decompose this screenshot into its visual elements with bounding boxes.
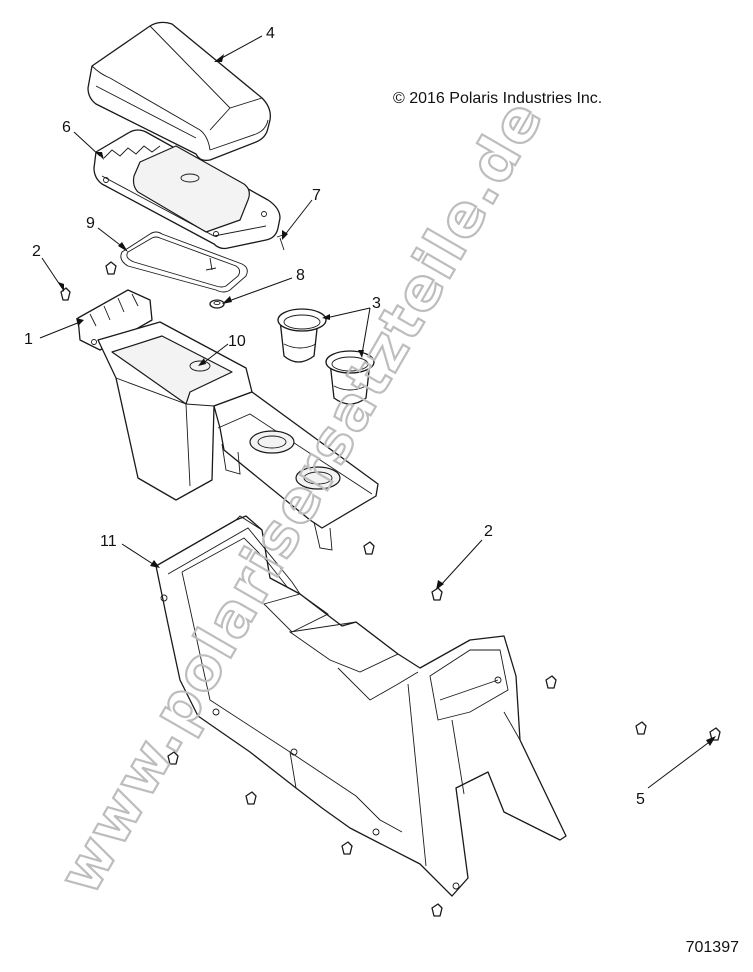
callout-10: 10 bbox=[228, 333, 246, 350]
callout-1: 1 bbox=[24, 331, 33, 348]
part-11-console-base bbox=[155, 515, 567, 897]
callout-2a: 2 bbox=[32, 243, 41, 260]
part-1-console-bin bbox=[77, 289, 379, 551]
callouts: 4 6 7 9 2 8 3 1 10 11 2 5 bbox=[24, 25, 645, 808]
part-8-washer bbox=[209, 299, 225, 309]
copyright-notice: © 2016 Polaris Industries Inc. bbox=[393, 90, 603, 107]
part-7-screw bbox=[205, 234, 285, 271]
part-3-cup-holder-insert-a bbox=[277, 308, 327, 363]
part-4-lid-cover bbox=[87, 21, 271, 162]
leader-lines bbox=[39, 35, 716, 789]
callout-9: 9 bbox=[86, 215, 95, 232]
part-9-gasket bbox=[120, 231, 248, 293]
callout-5: 5 bbox=[636, 791, 645, 808]
document-number: 701397 bbox=[685, 939, 739, 956]
callout-3: 3 bbox=[372, 295, 381, 312]
callout-11: 11 bbox=[100, 533, 117, 550]
callout-4: 4 bbox=[266, 25, 275, 42]
callout-6: 6 bbox=[62, 119, 71, 136]
part-5-rivets bbox=[167, 675, 721, 917]
callout-2b: 2 bbox=[484, 523, 493, 540]
part-6-lid-frame bbox=[93, 129, 281, 250]
part-2-rivet-top bbox=[60, 261, 117, 301]
callout-7: 7 bbox=[312, 187, 321, 204]
callout-8: 8 bbox=[296, 267, 305, 284]
part-2-rivet-middle bbox=[363, 541, 443, 601]
